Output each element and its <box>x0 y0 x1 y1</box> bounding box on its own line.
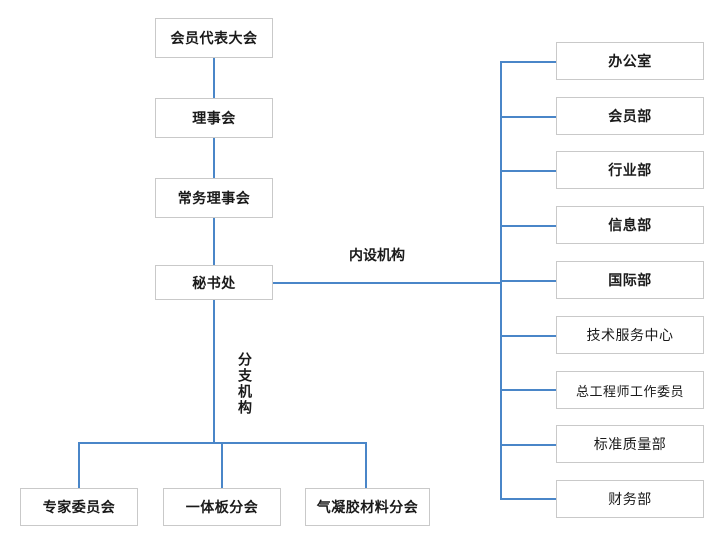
node-secretariat[interactable]: 秘书处 <box>155 265 273 300</box>
node-internal-standards-quality-label: 标准质量部 <box>593 436 667 452</box>
node-internal-industry[interactable]: 行业部 <box>556 151 704 189</box>
node-internal-finance[interactable]: 财务部 <box>556 480 704 518</box>
connector-council-to-standing <box>213 138 215 178</box>
node-internal-standards-quality[interactable]: 标准质量部 <box>556 425 704 463</box>
node-congress[interactable]: 会员代表大会 <box>155 18 273 58</box>
node-internal-tech-service-center-label: 技术服务中心 <box>586 327 674 343</box>
node-internal-industry-label: 行业部 <box>608 162 652 178</box>
node-branch-aerogel-material-label: 气凝胶材料分会 <box>316 499 419 515</box>
node-internal-chief-engineer-committee[interactable]: 总工程师工作委员 <box>556 371 704 409</box>
node-internal-office[interactable]: 办公室 <box>556 42 704 80</box>
label-internal-units: 内设机构 <box>345 245 409 265</box>
node-internal-membership[interactable]: 会员部 <box>556 97 704 135</box>
node-council[interactable]: 理事会 <box>155 98 273 138</box>
node-branch-expert-committee-label: 专家委员会 <box>42 499 116 515</box>
internal-branch-2 <box>500 116 556 118</box>
label-branch-units: 分支机构 <box>237 348 253 420</box>
node-internal-chief-engineer-committee-label: 总工程师工作委员 <box>575 383 684 399</box>
connector-congress-to-council <box>213 58 215 98</box>
node-internal-office-label: 办公室 <box>608 53 652 69</box>
node-internal-international[interactable]: 国际部 <box>556 261 704 299</box>
node-secretariat-label: 秘书处 <box>192 274 236 291</box>
internal-branch-4 <box>500 225 556 227</box>
node-branch-expert-committee[interactable]: 专家委员会 <box>20 488 138 526</box>
node-branch-aerogel-material[interactable]: 气凝胶材料分会 <box>305 488 430 526</box>
node-internal-membership-label: 会员部 <box>608 108 652 124</box>
internal-branch-6 <box>500 335 556 337</box>
branch-drop-2 <box>221 442 223 488</box>
connector-secretariat-to-branchbar <box>213 300 215 443</box>
node-internal-tech-service-center[interactable]: 技术服务中心 <box>556 316 704 354</box>
node-branch-integrated-board-label: 一体板分会 <box>185 499 259 515</box>
label-branch-units-text: 分支机构 <box>237 352 253 416</box>
internal-branch-7 <box>500 389 556 391</box>
connector-secretariat-to-internal-trunk <box>273 282 501 284</box>
internal-trunk <box>500 61 502 498</box>
node-internal-information[interactable]: 信息部 <box>556 206 704 244</box>
label-internal-units-text: 内设机构 <box>349 247 405 263</box>
node-internal-finance-label: 财务部 <box>608 491 652 507</box>
internal-branch-5 <box>500 280 556 282</box>
node-council-label: 理事会 <box>192 110 236 126</box>
node-branch-integrated-board[interactable]: 一体板分会 <box>163 488 281 526</box>
connector-standing-to-secretariat <box>213 218 215 265</box>
node-internal-international-label: 国际部 <box>608 272 652 288</box>
branch-drop-1 <box>78 442 80 488</box>
node-standing-council-label: 常务理事会 <box>177 190 251 206</box>
node-standing-council[interactable]: 常务理事会 <box>155 178 273 218</box>
branch-drop-3 <box>365 442 367 488</box>
node-internal-information-label: 信息部 <box>608 217 652 233</box>
node-congress-label: 会员代表大会 <box>170 30 258 46</box>
internal-branch-3 <box>500 170 556 172</box>
internal-branch-1 <box>500 61 556 63</box>
internal-branch-8 <box>500 444 556 446</box>
internal-branch-9 <box>500 498 556 500</box>
